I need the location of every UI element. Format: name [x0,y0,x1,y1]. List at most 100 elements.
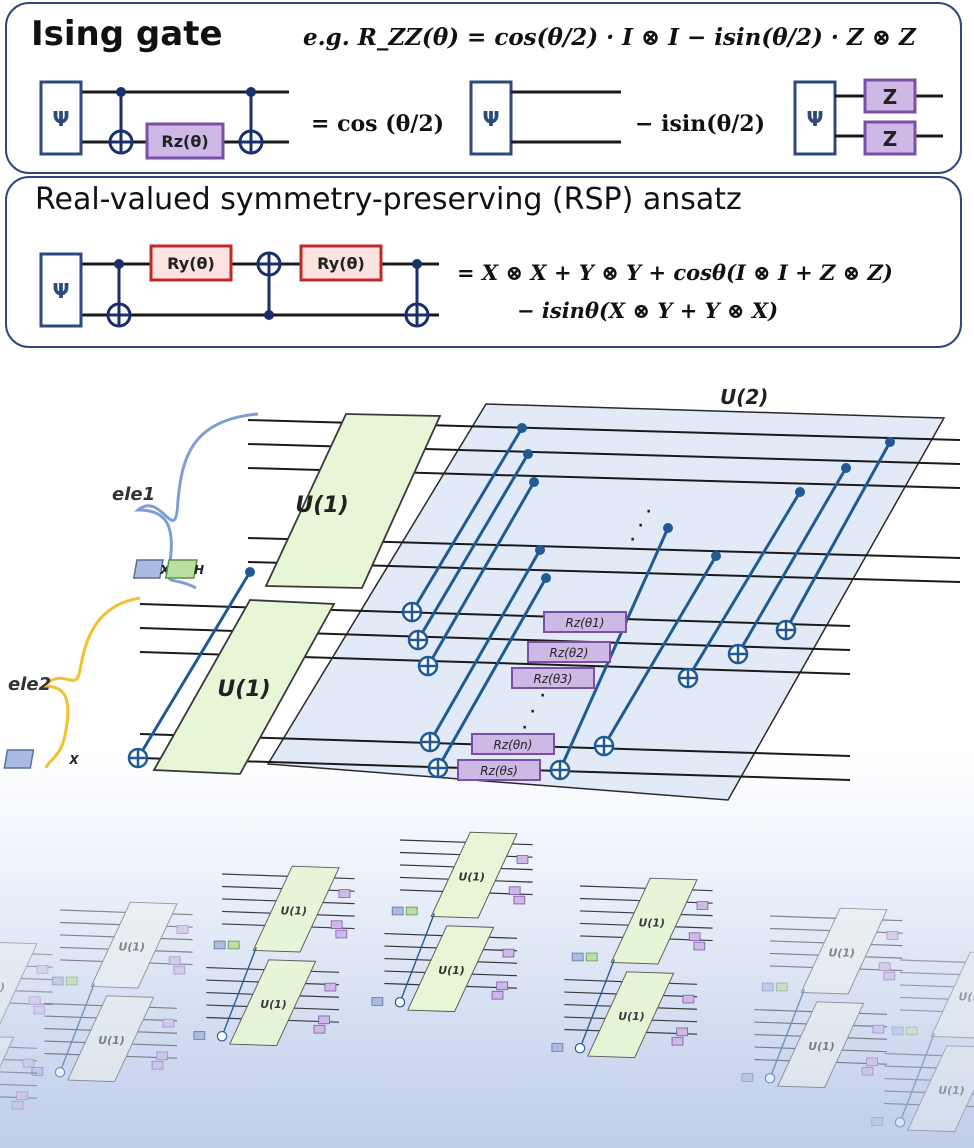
svg-text:Rz(θn): Rz(θn) [494,738,533,752]
svg-text:U(1): U(1) [260,998,286,1011]
cnot-line-7 [558,527,670,771]
svg-text:X: X [68,753,79,767]
svg-text:X: X [159,563,170,577]
svg-text:Ψ: Ψ [53,279,70,303]
svg-text:U(1): U(1) [938,1084,964,1097]
ghost-circuit-3: U(1) U(1) [551,877,713,1059]
svg-text:U(1): U(1) [829,947,855,960]
cnot-line-8 [686,491,802,679]
ghost-circuit-5: U(1) U(1) [741,907,903,1089]
svg-text:U(1): U(1) [459,871,485,884]
cnot-line-1 [410,427,524,613]
ele2-brace [40,596,141,769]
layered-circuit-diagram: U(2) ele1 ele2 U(1) U(1) X H X Rz(θ1) Rz… [0,385,974,1148]
rz-dots-1: · [540,688,545,704]
u2-plane [266,403,946,801]
u1-label-top: U(1) [295,493,348,518]
control-dot-1 [517,423,527,433]
cnot-line-4 [428,549,542,743]
svg-text:Ψ: Ψ [807,107,824,131]
rsp-ansatz-title: Real-valued symmetry-preserving (RSP) an… [35,182,742,217]
rsp-ry-gate-2 [299,244,383,282]
ising-minus-isin: − isin(θ/2) [635,111,765,137]
control-dot-7 [663,523,673,533]
cnot-line-6 [602,555,718,747]
ising-circuit-svg: Ψ Rz(θ) = cos (θ/2) Ψ − isin(θ/2) Ψ Z Z [39,78,943,160]
ghost-circuit-7: U(1) U(1) [871,951,974,1133]
control-dot-8 [795,487,805,497]
svg-text:Ry(θ): Ry(θ) [167,254,215,273]
svg-text:H: H [194,563,204,577]
control-dot-10 [885,437,895,447]
ising-gate-title: Ising gate [31,14,223,54]
u2-label: U(2) [720,385,768,409]
svg-text:U(1): U(1) [98,1034,124,1047]
svg-text:U(1): U(1) [618,1010,644,1023]
rsp-circuit-svg: Ψ Ry(θ) Ry(θ) [39,244,439,328]
controlled-gates [127,423,895,781]
ising-rz-gate [145,122,225,160]
background-circuit-copies: U(1) U(1) U(1) U(1) U(1) U(1) U(1) U(1) U(1) U(1)… [0,831,974,1133]
svg-text:Ry(θ): Ry(θ) [317,254,365,273]
cnot-line-9 [736,467,848,655]
u1-block-top [264,413,442,589]
rsp-ansatz-panel: Real-valued symmetry-preserving (RSP) an… [5,176,962,348]
control-dot-3 [529,477,539,487]
svg-text:Rz(θ1): Rz(θ1) [566,616,605,630]
ising-psi-box [39,80,83,156]
control-dot-4 [535,545,545,555]
ising-gate-panel: Ising gate e.g. R_ZZ(θ) = cos(θ/2) · I ⊗… [5,2,962,174]
svg-text:Z: Z [883,85,898,109]
ghost-circuit-4: U(1) U(1) [31,901,193,1083]
rz-gate-2 [527,641,611,663]
cnot-line-left [136,571,252,759]
svg-text:Rz(θs): Rz(θs) [480,764,518,778]
rz-gates: Rz(θ1) Rz(θ2) Rz(θ3) · · · Rz(θn) Rz(θs) [457,611,627,781]
ising-rz-label: Rz(θ) [161,132,208,151]
rsp-control-dot-2 [264,310,274,320]
ghost-circuit-1: U(1) U(1) [371,831,533,1013]
cnot-line-5 [436,577,548,769]
svg-text:Rz(θ3): Rz(θ3) [534,672,573,686]
rz-gate-3 [511,667,595,689]
ising-equals-cos: = cos (θ/2) [311,111,444,137]
u1-label-bottom: U(1) [217,677,270,702]
ising-psi-box-2 [469,80,513,156]
svg-text:U(1): U(1) [281,905,307,918]
cnot-line-10 [784,441,892,631]
svg-text:U(1): U(1) [808,1040,834,1053]
rsp-formula-line-1: = X ⊗ X + Y ⊗ Y + cosθ(I ⊗ I + Z ⊗ Z) [457,260,893,285]
ising-psi-label: Ψ [53,107,70,131]
rz-dots-2: · [530,704,535,720]
ele2-label: ele2 [8,674,51,695]
ising-z-gate-top [863,78,917,114]
ghost-circuit-6: U(1)U(1) [0,942,53,1110]
svg-text:U(1): U(1) [119,941,145,954]
ising-psi-box-3 [793,80,837,156]
plane-dots-3: · [630,532,635,548]
ghost-circuit-2: U(1) U(1) [193,865,355,1047]
rz-gate-1 [543,611,627,633]
plane-dots-2: · [638,518,643,534]
rsp-psi-box [39,252,83,328]
control-dot-2 [523,449,533,459]
h-gate-top [164,559,198,579]
rz-gate-n [471,733,555,755]
rz-dots-3: · [522,720,527,736]
plane-dots-1: · [646,504,651,520]
x-gate-bottom [3,749,35,769]
rsp-formula-line-2: − isinθ(X ⊗ Y + Y ⊗ X) [517,298,779,323]
ising-z-gate-bottom [863,120,917,156]
ele1-label: ele1 [112,484,155,505]
svg-text:Rz(θ2): Rz(θ2) [550,646,589,660]
svg-text:U(1): U(1) [959,991,974,1004]
svg-text:U(1): U(1) [639,917,665,930]
rz-gate-s [457,759,541,781]
rsp-ry-gate-1 [149,244,233,282]
svg-text:U(1): U(1) [438,964,464,977]
cnot-line-3 [426,481,536,667]
control-dot-left [245,567,255,577]
u1-block-bottom [152,599,336,775]
cnot-line-2 [416,453,530,641]
control-dot-5 [541,573,551,583]
